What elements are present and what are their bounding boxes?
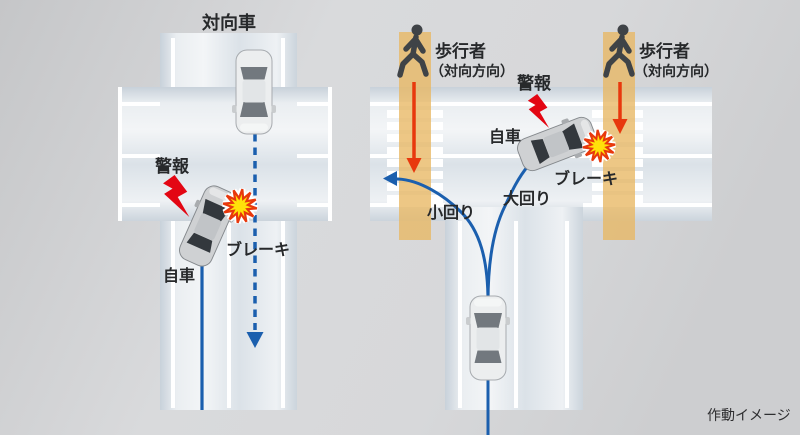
brake-label: ブレーキ <box>554 169 618 188</box>
arrowhead-left <box>383 171 397 186</box>
arrowhead-down <box>246 332 264 348</box>
approaching-own-car <box>465 295 511 381</box>
right-scenario: 歩行者 （対向方向） 歩行者 （対向方向） 警報 自車 ブレーキ 大回り 小回り <box>370 25 718 435</box>
brake-label: ブレーキ <box>226 240 290 259</box>
oncoming-car <box>231 49 277 135</box>
caption: 作動イメージ <box>707 408 791 424</box>
pedestrian-left-label-line2: （対向方向） <box>430 63 514 80</box>
arrowhead-down <box>612 119 628 134</box>
small-turn-label: 小回り <box>427 203 475 222</box>
turn-trajectories <box>391 165 530 435</box>
pedestrian-path-arrow-left <box>406 82 422 173</box>
pedestrian-right-label-line2: （対向方向） <box>634 63 718 80</box>
trajectory-large-turn <box>486 165 530 435</box>
pedestrian-right-label-line1: 歩行者 <box>639 41 690 62</box>
alarm-label: 警報 <box>516 73 552 94</box>
oncoming-car-label: 対向車 <box>201 12 256 34</box>
arrowhead-down <box>406 158 422 173</box>
own-car-label: 自車 <box>163 266 195 285</box>
large-turn-label: 大回り <box>503 189 551 208</box>
left-road-markings <box>118 38 332 408</box>
oncoming-path-arrow <box>246 134 264 348</box>
own-car-label: 自車 <box>489 127 521 146</box>
pedestrian-path-arrow-right <box>612 82 628 134</box>
alarm-label: 警報 <box>154 156 190 177</box>
trajectory-small-turn <box>391 177 490 435</box>
pedestrian-left-label-line1: 歩行者 <box>435 41 486 62</box>
left-scenario: 対向車 警報 ブレーキ 自車 <box>118 12 332 410</box>
